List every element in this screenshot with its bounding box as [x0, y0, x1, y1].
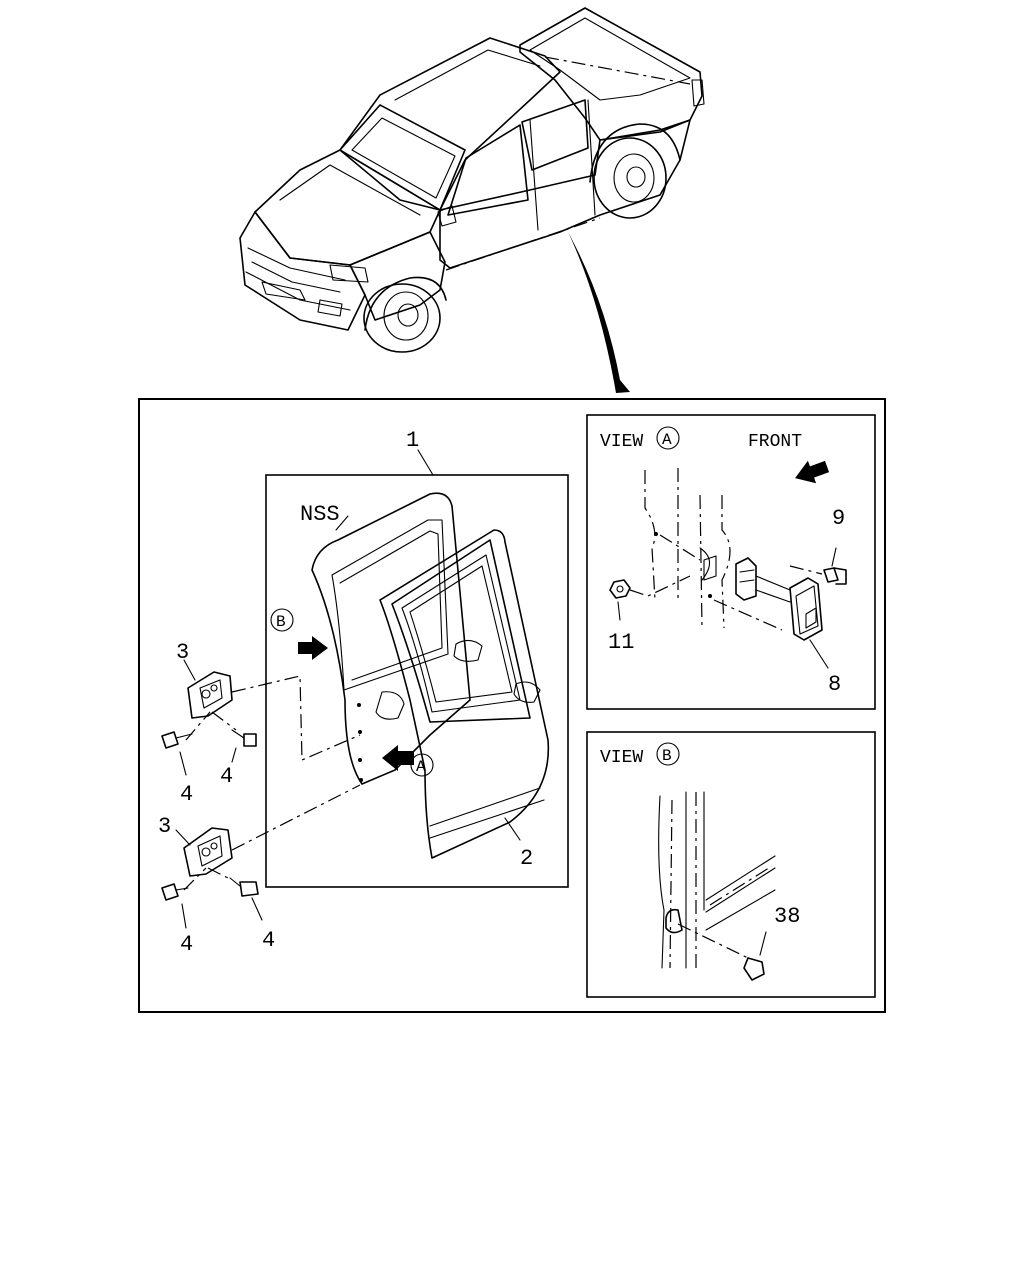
part-number-2: 2	[520, 846, 533, 871]
part-number-3-lower: 3	[158, 814, 171, 839]
part-number-4-c: 4	[180, 932, 193, 957]
view-a-marker: A	[382, 745, 434, 777]
view-a-panel: VIEW A FRONT 8	[586, 414, 876, 710]
view-b-panel: VIEW B 38	[586, 731, 876, 998]
leader-arrow	[568, 232, 630, 393]
view-a-direction: FRONT	[748, 432, 802, 452]
svg-text:B: B	[276, 613, 286, 631]
door-outer-panel: 2	[379, 529, 550, 871]
nut: 11	[608, 575, 691, 655]
direction-arrow	[795, 460, 830, 484]
part-number-11: 11	[608, 630, 634, 655]
part-number-8: 8	[828, 672, 841, 697]
hinge-upper: 3	[176, 640, 233, 719]
part-number-9: 9	[832, 506, 845, 531]
bolt: 4	[207, 867, 275, 953]
part-number-4-a: 4	[180, 782, 193, 807]
view-b-letter: B	[662, 747, 672, 765]
door-inner-frame: 1	[265, 428, 569, 888]
bolt: 9	[789, 506, 847, 585]
view-a-prefix: VIEW	[600, 432, 643, 452]
label-nss: NSS	[300, 502, 340, 527]
rubber-plug	[743, 931, 767, 981]
view-b-prefix: VIEW	[600, 748, 643, 768]
door-checker: 8	[735, 557, 841, 697]
door-nss: NSS	[300, 492, 471, 785]
part-number-38: 38	[774, 904, 800, 929]
view-b-marker: B	[270, 608, 328, 660]
part-number-3-upper: 3	[176, 640, 189, 665]
hinge-lower: 3	[158, 814, 233, 877]
bolt: 4	[161, 867, 207, 957]
view-a-letter: A	[662, 431, 672, 449]
svg-text:A: A	[416, 758, 426, 776]
diagram-frame	[138, 398, 886, 1013]
pickup-truck-illustration	[239, 7, 705, 353]
part-number-4-b: 4	[220, 764, 233, 789]
bolt: 4	[211, 711, 257, 789]
bolt: 4	[161, 711, 211, 807]
part-number-1: 1	[406, 428, 419, 453]
part-number-4-d: 4	[262, 928, 275, 953]
